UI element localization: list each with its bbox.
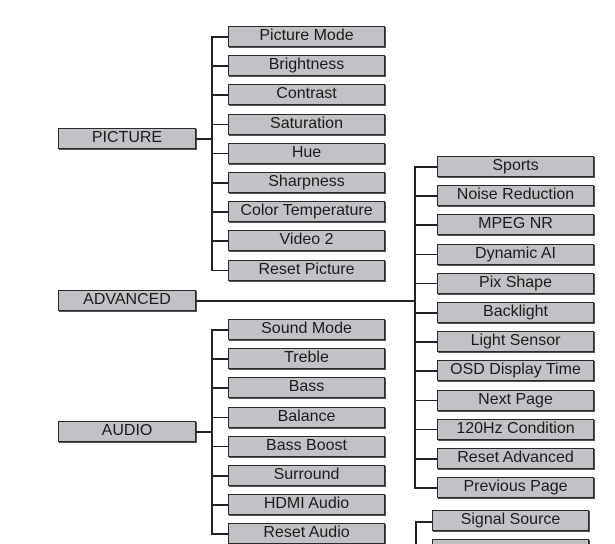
connector-line (414, 341, 437, 343)
connector-line (196, 300, 414, 302)
submenu-item: Video 2 (228, 230, 385, 252)
submenu-item: Signal Source (432, 510, 589, 531)
connector-line (211, 533, 228, 535)
connector-line (414, 166, 416, 489)
submenu-item: Noise Reduction (437, 185, 594, 207)
connector-line (211, 445, 228, 448)
submenu-item: Hue (228, 142, 385, 164)
connector-line (211, 211, 228, 213)
connector-line (414, 166, 437, 168)
submenu-item: Dynamic AI (437, 243, 594, 265)
submenu-item: Contrast (228, 84, 385, 106)
connector-line (211, 475, 228, 477)
connector-line (414, 399, 437, 402)
submenu-item: Reset Audio (228, 523, 385, 544)
submenu-item: Previous Page (437, 477, 594, 499)
connector-line (211, 36, 228, 38)
connector-line (211, 65, 228, 67)
connector-line (414, 224, 437, 226)
connector-line (196, 431, 211, 433)
submenu-item: Pix Shape (437, 272, 594, 294)
submenu-item: Bass (228, 377, 385, 399)
submenu-item: Color Temperature (228, 201, 385, 223)
submenu-item: Surround (228, 465, 385, 486)
connector-line (211, 504, 228, 506)
submenu-item: Light Sensor (437, 331, 594, 353)
connector-line (414, 428, 437, 431)
connector-line (415, 521, 432, 523)
submenu-item: Reset Picture (228, 259, 385, 281)
connector-line (414, 458, 437, 460)
connector-line (211, 358, 228, 360)
connector-line (196, 138, 211, 140)
connector-line (211, 123, 228, 126)
submenu-item: Bass Boost (228, 435, 385, 457)
connector-line (414, 195, 437, 197)
connector-line (211, 387, 228, 389)
connector-line (414, 282, 437, 285)
submenu-item: Balance (228, 406, 385, 428)
submenu-item: MPEG NR (437, 214, 594, 236)
connector-line (211, 152, 228, 155)
connector-line (211, 416, 228, 419)
submenu-item (432, 539, 589, 544)
submenu-item: Sharpness (228, 172, 385, 193)
connector-line (211, 329, 213, 535)
submenu-item: Backlight (437, 302, 594, 323)
submenu-item: Brightness (228, 55, 385, 77)
submenu-item: 120Hz Condition (437, 418, 594, 440)
submenu-item: Sound Mode (228, 319, 385, 340)
submenu-item: Reset Advanced (437, 448, 594, 469)
connector-line (414, 370, 437, 372)
connector-line (211, 269, 228, 272)
connector-line (414, 253, 437, 256)
menu-advanced: ADVANCED (58, 290, 196, 311)
connector-line (211, 240, 228, 242)
submenu-item: HDMI Audio (228, 494, 385, 516)
connector-line (414, 487, 437, 489)
connector-line (211, 182, 228, 184)
submenu-item: Saturation (228, 113, 385, 135)
connector-line (415, 521, 417, 544)
submenu-item: Next Page (437, 389, 594, 411)
submenu-item: Picture Mode (228, 26, 385, 47)
connector-line (414, 312, 437, 314)
menu-picture: PICTURE (58, 128, 196, 149)
submenu-item: Sports (437, 156, 594, 177)
connector-line (211, 94, 228, 96)
submenu-item: Treble (228, 348, 385, 370)
submenu-item: OSD Display Time (437, 360, 594, 382)
menu-audio: AUDIO (58, 421, 196, 442)
connector-line (211, 329, 228, 331)
